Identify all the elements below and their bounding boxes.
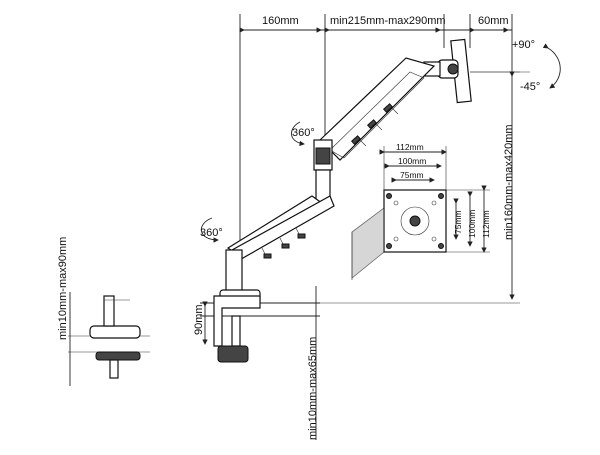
lower-arm: [226, 195, 335, 263]
dim-desk-thickness: 90mm: [193, 304, 205, 335]
vesa-detail: [351, 189, 447, 280]
desk-and-clamp: [200, 295, 320, 363]
tilt-indicator: [470, 43, 561, 89]
dim-height-range: min160mm-max420mm: [503, 124, 515, 240]
dim-arm-extension: min215mm-max290mm: [330, 15, 446, 27]
vesa-side-outer-label: 112mm: [481, 210, 491, 238]
vesa-side-inner-label: 75mm: [453, 210, 463, 234]
grommet-mount: [68, 295, 150, 379]
height-dimension-line: [300, 71, 520, 304]
elbow-joint: [313, 139, 333, 205]
dim-head-depth: 60mm: [478, 15, 509, 27]
vesa-mid-label: 100mm: [398, 156, 426, 166]
monitor-head: [423, 38, 472, 104]
upper-arm: [319, 57, 436, 161]
rotation-arrow-lower: [201, 217, 219, 243]
dim-rotation-lower: 360°: [200, 227, 223, 239]
vesa-inner-label: 75mm: [400, 170, 424, 180]
vesa-side-mid-label: 100mm: [467, 210, 477, 238]
rotation-arrow-upper: [291, 121, 305, 147]
dim-arm-base-offset: 160mm: [262, 15, 299, 27]
vesa-dimension-lines: [379, 146, 490, 253]
dim-rotation-upper: 360°: [292, 127, 315, 139]
dim-clamp-range: min10mm-max65mm: [307, 337, 319, 440]
vesa-outer-label: 112mm: [396, 142, 424, 152]
dim-tilt-up: +90°: [512, 39, 535, 51]
dim-tilt-down: -45°: [520, 81, 540, 93]
dim-grommet-range: min10mm-max90mm: [57, 237, 69, 340]
